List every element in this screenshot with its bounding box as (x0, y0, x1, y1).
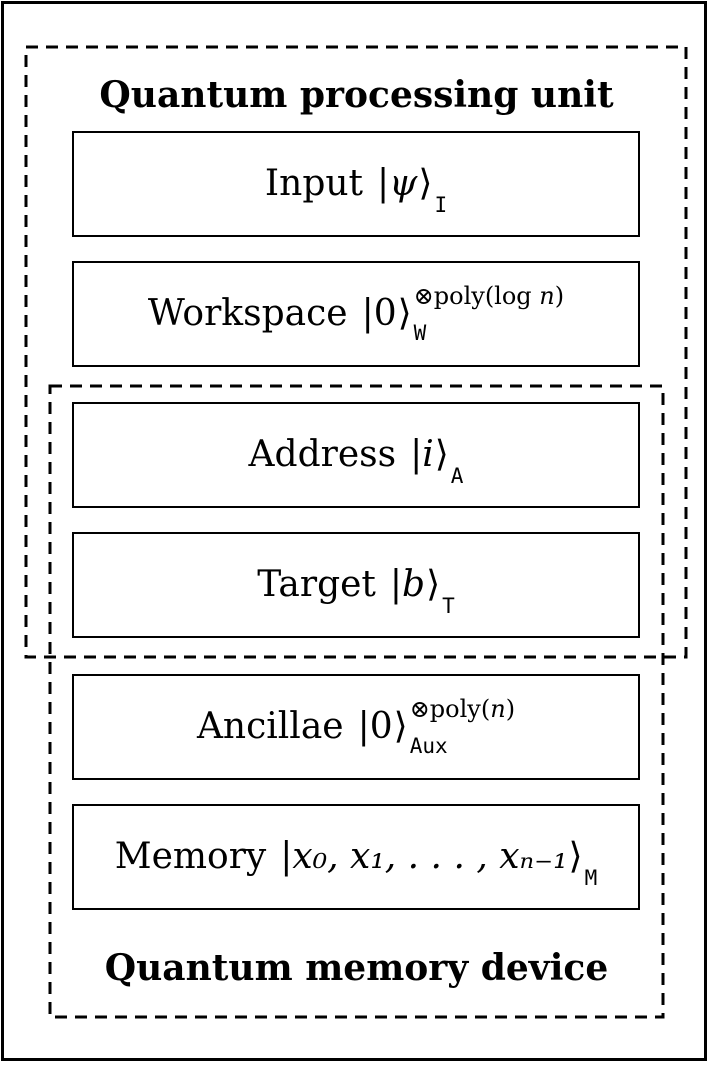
input-label: Input (264, 163, 364, 204)
address-label: Address (248, 434, 397, 475)
workspace-ket: |0⟩ ⊗poly(log n) W (361, 282, 565, 345)
target-ket: |b⟩ T (389, 564, 455, 618)
memory-content: x₀, x₁, . . . , xₙ₋₁ (292, 836, 568, 877)
workspace-superscript: ⊗poly(log n) (413, 282, 565, 310)
memory-ket: |x₀, x₁, . . . , xₙ₋₁⟩ M (280, 836, 598, 890)
address-ket: |i⟩ A (410, 434, 464, 488)
qmd-dashed-boundary (48, 384, 665, 1019)
ancillae-subscript: Aux (409, 734, 448, 758)
address-register: Address |i⟩ A (72, 402, 640, 508)
memory-subscript: M (584, 866, 598, 890)
memory-register: Memory |x₀, x₁, . . . , xₙ₋₁⟩ M (72, 804, 640, 910)
qmd-title: Quantum memory device (104, 947, 609, 989)
ancillae-ket: |0⟩ ⊗poly(n) Aux (357, 695, 516, 758)
ancillae-superscript: ⊗poly(n) (409, 695, 516, 723)
input-register: Input |ψ⟩ I (72, 131, 640, 237)
ancillae-symbol: 0 (369, 706, 393, 747)
workspace-symbol: 0 (373, 293, 397, 334)
qpu-dashed-boundary (24, 45, 688, 659)
target-subscript: T (442, 594, 455, 618)
workspace-register: Workspace |0⟩ ⊗poly(log n) W (72, 261, 640, 367)
target-label: Target (257, 564, 376, 605)
input-subscript: I (434, 193, 448, 217)
address-subscript: A (450, 464, 464, 488)
input-ket: |ψ⟩ I (377, 163, 448, 217)
ancillae-register: Ancillae |0⟩ ⊗poly(n) Aux (72, 674, 640, 780)
qpu-title: Quantum processing unit (99, 74, 614, 116)
input-symbol: ψ (389, 163, 418, 204)
address-symbol: i (422, 434, 434, 475)
workspace-subscript: W (413, 321, 427, 345)
ancillae-label: Ancillae (196, 706, 344, 747)
memory-label: Memory (114, 836, 267, 877)
target-register: Target |b⟩ T (72, 532, 640, 638)
target-symbol: b (402, 564, 426, 605)
workspace-label: Workspace (147, 293, 348, 334)
